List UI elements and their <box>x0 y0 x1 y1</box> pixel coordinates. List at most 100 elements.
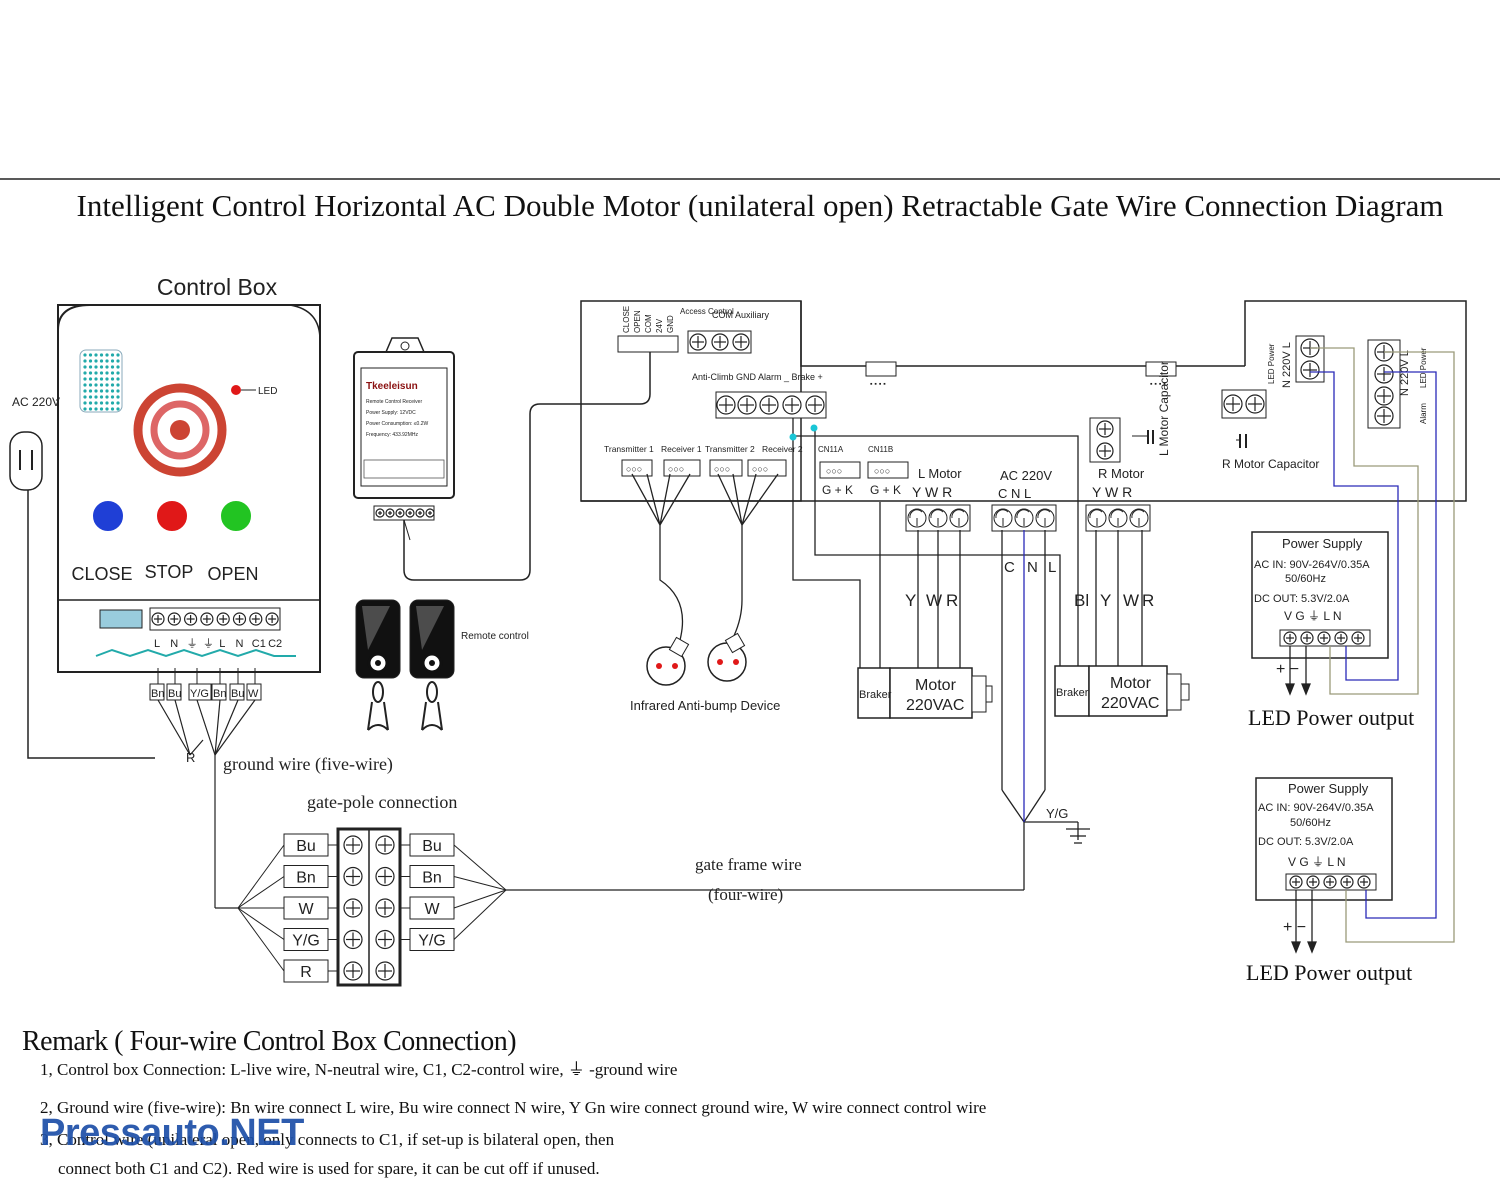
stop-button-label: STOP <box>145 562 194 582</box>
gate-frame-label: gate frame wire <box>695 855 802 874</box>
close-button[interactable] <box>91 499 125 533</box>
svg-text:W: W <box>424 901 440 918</box>
svg-text:50/60Hz: 50/60Hz <box>1285 573 1326 585</box>
svg-text:○○○: ○○○ <box>714 464 730 474</box>
svg-text:W: W <box>298 901 314 918</box>
svg-text:W: W <box>1123 591 1139 610</box>
diagram-title: Intelligent Control Horizontal AC Double… <box>77 188 1444 223</box>
svg-text:Bn: Bn <box>422 870 442 887</box>
infrared-label: Infrared Anti-bump Device <box>630 698 780 713</box>
left-motor: Braker Motor 220VAC <box>857 667 993 719</box>
svg-text:Bl: Bl <box>1074 591 1089 610</box>
svg-text:+ −: + − <box>1276 661 1299 678</box>
terminal-label: ⏚ <box>187 637 198 650</box>
terminal-label: L <box>154 638 160 650</box>
svg-text:Receiver 1: Receiver 1 <box>661 444 702 454</box>
svg-text:AC 220V: AC 220V <box>1000 468 1052 483</box>
svg-text:Y: Y <box>905 591 916 610</box>
com-auxiliary-label: COM Auxiliary <box>712 310 770 320</box>
access-pin-label: CLOSE <box>622 306 631 333</box>
terminal-label: ⏚ <box>203 637 214 650</box>
svg-text:N: N <box>1027 559 1038 576</box>
terminal-label: C1 <box>252 638 266 650</box>
receiver-brand: Tkeeleisun <box>366 381 418 392</box>
watermark: Pressauto.NET <box>40 1112 304 1154</box>
svg-text:R: R <box>946 591 958 610</box>
svg-text:Y/G: Y/G <box>418 933 446 950</box>
svg-text:220VAC: 220VAC <box>1101 695 1159 712</box>
control-box-label: Control Box <box>157 274 278 300</box>
svg-text:○○○: ○○○ <box>668 464 684 474</box>
svg-text:Remote Control Receiver: Remote Control Receiver <box>366 399 422 405</box>
svg-text:V G ⏚ L N: V G ⏚ L N <box>1284 609 1342 623</box>
svg-text:○○○: ○○○ <box>874 466 890 476</box>
svg-text:○○○: ○○○ <box>752 464 768 474</box>
svg-text:Receiver 2: Receiver 2 <box>762 444 803 454</box>
ac-220v-label: AC 220V <box>12 395 60 409</box>
svg-text:Bu: Bu <box>296 838 316 855</box>
stop-button[interactable] <box>155 499 189 533</box>
r-label: R <box>186 750 195 765</box>
svg-text:DC OUT: 5.3V/2.0A: DC OUT: 5.3V/2.0A <box>1258 836 1354 848</box>
svg-text:N 220V L: N 220V L <box>1281 342 1293 388</box>
svg-text:C: C <box>1004 559 1015 576</box>
svg-text:▪ ▪ ▪ ▪: ▪ ▪ ▪ ▪ <box>1150 381 1166 388</box>
right-motor: Braker Motor 220VAC <box>1054 665 1190 717</box>
terminal-label: N <box>236 638 244 650</box>
svg-text:Power Consumption: ≤0.2W: Power Consumption: ≤0.2W <box>366 421 428 427</box>
power-outlet <box>9 431 43 491</box>
svg-text:Power Supply: Power Supply <box>1288 781 1369 796</box>
svg-text:G + K: G + K <box>822 483 853 497</box>
svg-text:Braker: Braker <box>1056 687 1089 699</box>
svg-text:○○○: ○○○ <box>626 464 642 474</box>
svg-text:C N L: C N L <box>998 486 1031 501</box>
svg-text:Power Supply: 12VDC: Power Supply: 12VDC <box>366 410 416 416</box>
svg-text:DC OUT: 5.3V/2.0A: DC OUT: 5.3V/2.0A <box>1254 593 1350 605</box>
wire-tag: Bu <box>231 688 244 700</box>
remark-line-2: 2, Ground wire (five-wire): Bn wire conn… <box>40 1098 987 1117</box>
svg-text:Y/G: Y/G <box>1046 806 1068 821</box>
remark-line-1: 1, Control box Connection: L-live wire, … <box>40 1060 678 1079</box>
svg-text:Bn: Bn <box>296 870 316 887</box>
svg-text:50/60Hz: 50/60Hz <box>1290 817 1331 829</box>
access-pin-label: COM <box>644 314 653 333</box>
led-label: LED <box>258 386 277 397</box>
terminal-label: L <box>219 638 225 650</box>
close-button-label: CLOSE <box>71 564 132 584</box>
svg-text:220VAC: 220VAC <box>906 697 964 714</box>
wire-tag: Bu <box>168 688 181 700</box>
remote-control-label: Remote control <box>461 631 529 642</box>
open-button[interactable] <box>219 499 253 533</box>
access-pin-label: GND <box>666 315 675 333</box>
remote-controls: Remote control <box>355 599 529 731</box>
control-box-display <box>99 609 143 629</box>
svg-text:Alarm: Alarm <box>1419 403 1428 424</box>
svg-text:Power Supply: Power Supply <box>1282 536 1363 551</box>
led-indicator <box>231 385 241 395</box>
remark-section: Remark ( Four-wire Control Box Connectio… <box>22 1026 1022 1182</box>
access-control-label: Access Control <box>680 307 734 316</box>
svg-text:Bu: Bu <box>422 838 442 855</box>
led-power-output-1: LED Power output <box>1248 705 1414 730</box>
access-pin-label: OPEN <box>633 310 642 333</box>
svg-text:AC IN: 90V-264V/0.35A: AC IN: 90V-264V/0.35A <box>1258 802 1374 814</box>
wire-tag: Bn <box>213 688 226 700</box>
power-supply-2: Power Supply AC IN: 90V-264V/0.35A 50/60… <box>1246 777 1412 985</box>
open-button-label: OPEN <box>207 564 258 584</box>
infrared-anti-bump-device: Infrared Anti-bump Device <box>630 632 780 713</box>
svg-text:LED Power: LED Power <box>1267 343 1276 384</box>
wire-tag: Y/G <box>190 688 209 700</box>
svg-text:W: W <box>926 591 942 610</box>
svg-text:+ −: + − <box>1283 919 1306 936</box>
l-motor-capacitor-label: L Motor Capacitor <box>1157 361 1171 456</box>
terminal-label: N <box>170 638 178 650</box>
svg-text:L: L <box>1048 559 1056 576</box>
anti-climb-row-label: Anti-Climb GND Alarm _ Brake + <box>692 372 823 382</box>
svg-text:○○○: ○○○ <box>826 466 842 476</box>
svg-text:N 220V L: N 220V L <box>1399 350 1411 396</box>
